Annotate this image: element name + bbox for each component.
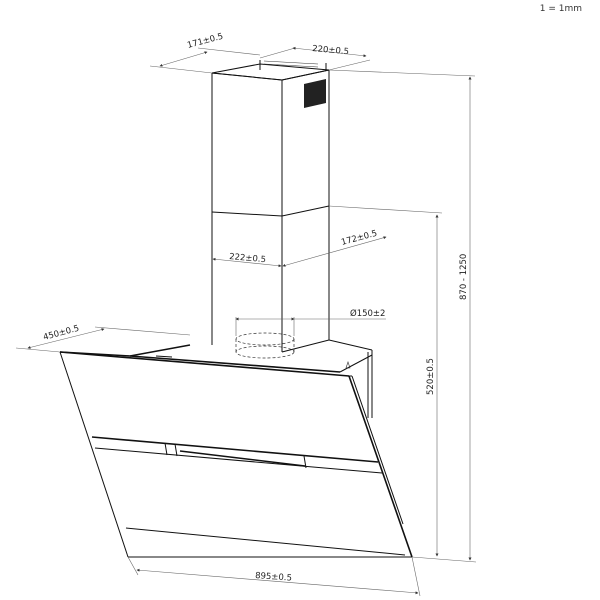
dim-hood-width: 895±0.5 <box>127 556 421 597</box>
dim-hood-depth: 450±0.5 <box>15 324 191 353</box>
duct-collar <box>235 332 295 359</box>
dim-hood-height: 520±0.5 <box>328 205 443 557</box>
svg-text:222±0.5: 222±0.5 <box>229 252 267 265</box>
svg-text:172±0.5: 172±0.5 <box>340 229 378 248</box>
hood-body <box>59 339 413 558</box>
dim-duct-diameter: Ø150±2 <box>235 308 386 336</box>
dim-chimney-width-inner: 222±0.5 <box>212 252 282 268</box>
svg-text:870 - 1250: 870 - 1250 <box>459 254 469 300</box>
svg-text:220±0.5: 220±0.5 <box>312 44 350 57</box>
vent-grille-icon <box>304 79 326 108</box>
scale-note: 1 = 1mm <box>539 4 582 14</box>
svg-text:895±0.5: 895±0.5 <box>255 571 292 584</box>
svg-text:450±0.5: 450±0.5 <box>42 324 80 343</box>
chimney-lower <box>211 205 330 353</box>
dim-chimney-depth-inner: 172±0.5 <box>282 229 387 267</box>
dim-total-height: 870 - 1250 <box>411 76 477 563</box>
svg-text:520±0.5: 520±0.5 <box>426 358 436 395</box>
svg-text:171±0.5: 171±0.5 <box>186 32 224 51</box>
svg-text:Ø150±2: Ø150±2 <box>350 308 385 319</box>
dim-chimney-width-top: 220±0.5 <box>259 44 371 71</box>
chimney-upper <box>211 60 330 217</box>
